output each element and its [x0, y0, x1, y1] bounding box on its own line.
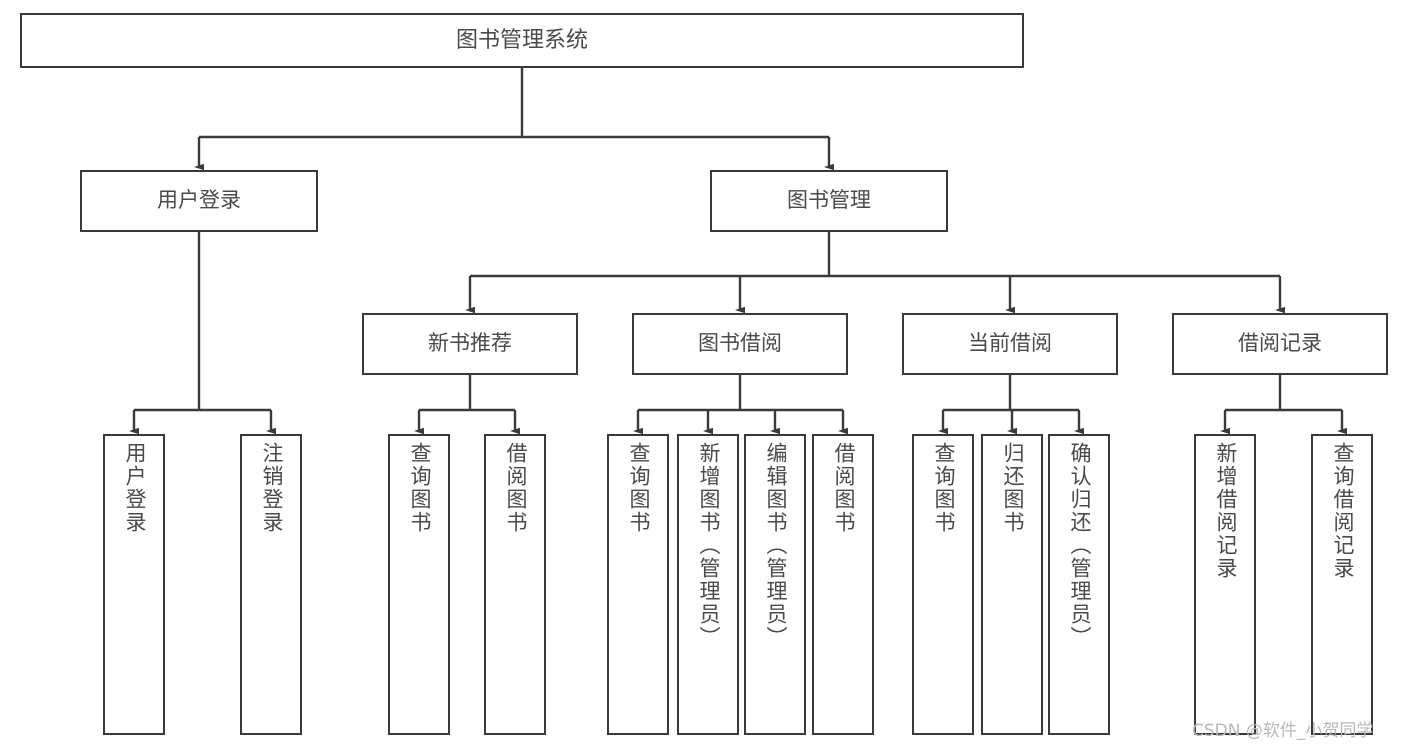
node-level3-0-label: 新书推荐: [428, 331, 512, 356]
watermark: CSDN @软件_小贺同学: [1192, 721, 1374, 741]
node-level3-1[interactable]: 图书借阅: [632, 313, 848, 375]
node-level3-0[interactable]: 新书推荐: [362, 313, 578, 375]
node-level3-1-label: 图书借阅: [698, 331, 782, 356]
node-level3-2[interactable]: 当前借阅: [902, 313, 1118, 375]
node-leaf-1[interactable]: 注销登录: [240, 434, 302, 735]
node-leaf-0[interactable]: 用户登录: [103, 434, 165, 735]
node-leaf-1-label: 注销登录: [259, 442, 284, 534]
node-leaf-11[interactable]: 新增借阅记录: [1194, 434, 1256, 735]
node-leaf-2-label: 查询图书: [407, 442, 432, 534]
node-leaf-7[interactable]: 借阅图书: [812, 434, 874, 735]
node-leaf-9[interactable]: 归还图书: [981, 434, 1043, 735]
node-root-label: 图书管理系统: [455, 27, 588, 53]
node-leaf-6-label: 编辑图书（管理员）: [763, 442, 788, 649]
node-leaf-12[interactable]: 查询借阅记录: [1311, 434, 1373, 735]
node-root[interactable]: 图书管理系统: [20, 13, 1024, 68]
node-leaf-4-label: 查询图书: [626, 442, 651, 534]
node-leaf-3-label: 借阅图书: [503, 442, 528, 534]
node-leaf-5-label: 新增图书（管理员）: [696, 442, 721, 649]
node-level2-1[interactable]: 图书管理: [710, 170, 948, 232]
node-leaf-3[interactable]: 借阅图书: [484, 434, 546, 735]
node-leaf-8-label: 查询图书: [931, 442, 956, 534]
node-leaf-4[interactable]: 查询图书: [607, 434, 669, 735]
node-level2-1-label: 图书管理: [787, 188, 871, 213]
node-level3-3-label: 借阅记录: [1238, 331, 1322, 356]
node-leaf-10-label: 确认归还（管理员）: [1067, 442, 1092, 649]
node-leaf-7-label: 借阅图书: [831, 442, 856, 534]
node-leaf-11-label: 新增借阅记录: [1213, 442, 1238, 580]
node-leaf-12-label: 查询借阅记录: [1330, 442, 1355, 580]
node-leaf-9-label: 归还图书: [1000, 442, 1025, 534]
node-level3-2-label: 当前借阅: [968, 331, 1052, 356]
node-leaf-8[interactable]: 查询图书: [912, 434, 974, 735]
node-leaf-6[interactable]: 编辑图书（管理员）: [744, 434, 806, 735]
node-level3-3[interactable]: 借阅记录: [1172, 313, 1388, 375]
node-level2-0[interactable]: 用户登录: [80, 170, 318, 232]
node-leaf-0-label: 用户登录: [122, 442, 147, 534]
node-level2-0-label: 用户登录: [157, 188, 241, 213]
node-leaf-10[interactable]: 确认归还（管理员）: [1048, 434, 1110, 735]
node-leaf-5[interactable]: 新增图书（管理员）: [677, 434, 739, 735]
node-leaf-2[interactable]: 查询图书: [388, 434, 450, 735]
